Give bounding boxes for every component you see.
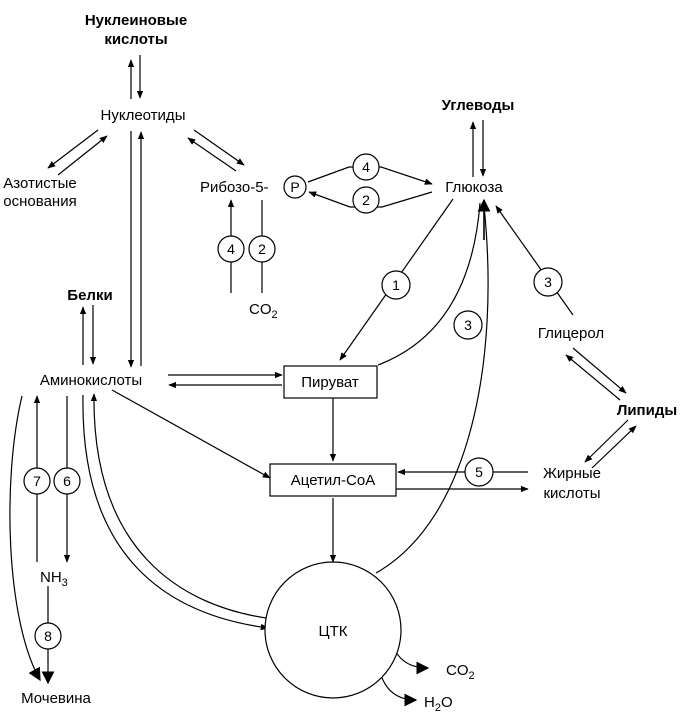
acetyl-coa-label: Ацетил-СоА (291, 472, 375, 489)
curve-tca-to-glucose (375, 205, 489, 574)
step-number: 4 (227, 241, 235, 257)
step-circle (53, 467, 81, 495)
step-number: 7 (33, 473, 41, 489)
arrow-amino-to-acetyl (111, 389, 271, 479)
fatty-acids-label: Жирные (543, 465, 601, 482)
fatty-acids-label-line2: кислоты (543, 485, 600, 502)
arrow-ribose-to-nucleotides (187, 137, 237, 172)
phosphate-label: P (290, 179, 299, 195)
curve-amino-to-urea (9, 395, 41, 682)
arrow-lipids-to-glycerol (565, 354, 621, 401)
step-number: 3 (464, 317, 472, 333)
arrow-nucleotides-to-ribose (193, 129, 245, 166)
arrow-glycerol-to-lipids (572, 347, 627, 394)
step-circle (381, 270, 411, 300)
co2-label-tca: CO2 (446, 662, 475, 682)
arrow-bases-to-nucleotides (57, 135, 108, 176)
step-circle (23, 467, 51, 495)
step-circle (352, 153, 380, 181)
carbohydrates-label: Углеводы (442, 97, 515, 114)
acetyl-coa-box (269, 463, 397, 497)
glycerol-label: Глицерол (538, 325, 604, 342)
step-number: 2 (258, 241, 266, 257)
step-circle (453, 310, 483, 340)
curve-tca-to-amino (90, 393, 267, 619)
step-circle (533, 267, 563, 297)
node-labels: Нуклеиновые кислоты Нуклеотиды Азотистые… (3, 12, 677, 712)
step-circle (352, 186, 380, 214)
arrow-tca-to-h2o (379, 671, 418, 707)
nucleotides-label: Нуклеотиды (101, 107, 186, 124)
tca-label: ЦТК (319, 623, 348, 640)
arrow-nucleotides-to-bases (47, 129, 99, 169)
step-circle (34, 622, 62, 650)
step-number: 1 (392, 277, 400, 293)
step-circle (217, 235, 245, 263)
step-number: 4 (362, 159, 370, 175)
step-number: 6 (63, 473, 71, 489)
step-circle (248, 235, 276, 263)
tca-circle (264, 561, 402, 699)
nitrogen-bases-label: Азотистые (3, 175, 76, 192)
step-number: 2 (362, 192, 370, 208)
curve-pyruvate-to-glucose (377, 202, 481, 366)
curve-amino-to-tca (82, 394, 269, 631)
proteins-label: Белки (67, 287, 112, 304)
step-number: 3 (544, 274, 552, 290)
arrow-glycerol-to-glucose (495, 205, 574, 316)
ribose-5-label: Рибозо-5- (200, 179, 269, 196)
arrow-fatty-to-lipids (591, 425, 637, 469)
lipids-label: Липиды (617, 402, 677, 419)
h2o-label: H2O (424, 694, 453, 712)
ammonia-label: NH3 (40, 569, 68, 589)
step-markers: 4 2 4 2 1 3 3 5 7 6 8 (23, 153, 563, 650)
arrow-lipids-to-fatty (584, 419, 629, 463)
glucose-label: Глюкоза (445, 179, 503, 196)
urea-label: Мочевина (21, 690, 91, 707)
nitrogen-bases-label-line2: основания (3, 193, 76, 210)
nucleic-acids-label-line2: кислоты (104, 31, 167, 48)
step-circle (464, 457, 494, 487)
pyruvate-box (283, 365, 378, 399)
co2-label-ribose: CO2 (249, 301, 278, 321)
pyruvate-label: Пируват (301, 374, 359, 391)
phosphate-circle (283, 175, 307, 199)
step-number: 5 (475, 464, 483, 480)
amino-acids-label: Аминокислоты (40, 372, 142, 389)
nucleic-acids-label: Нуклеиновые (85, 12, 187, 29)
step-number: 8 (44, 628, 52, 644)
